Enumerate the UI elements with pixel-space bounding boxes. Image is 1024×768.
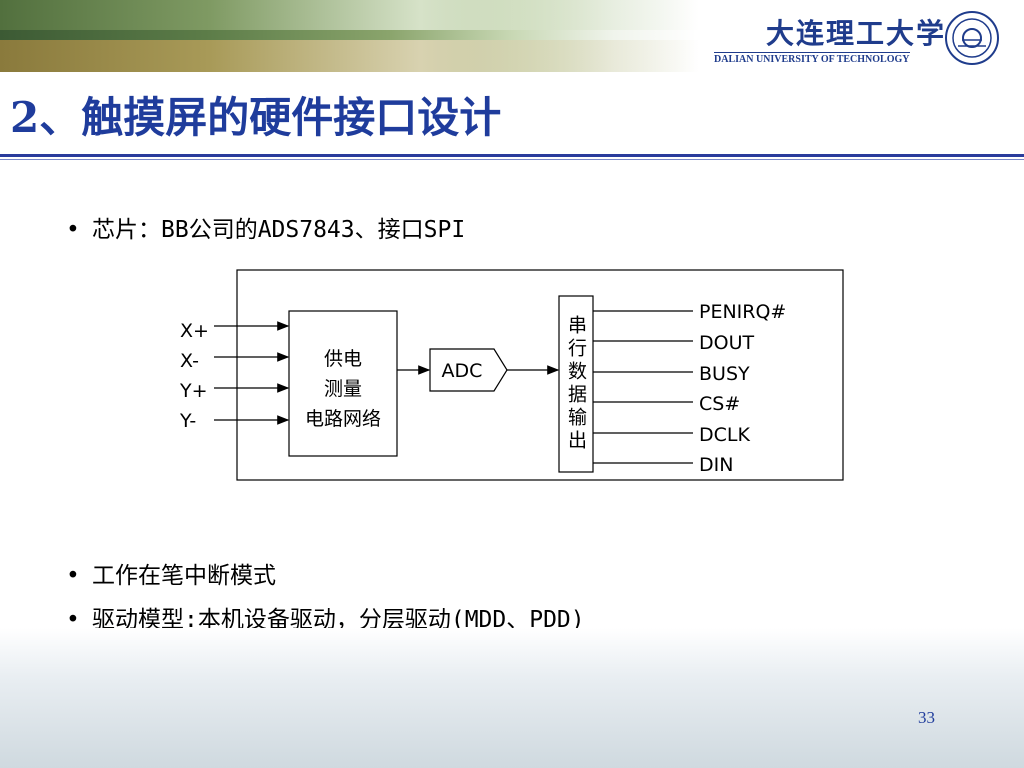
output-label: DCLK (699, 424, 750, 446)
university-name-en: DALIAN UNIVERSITY OF TECHNOLOGY (714, 52, 910, 65)
bullet-item: • 工作在笔中断模式 (66, 556, 276, 590)
title-divider (0, 154, 1024, 157)
diagram-frame (236, 269, 844, 481)
banner-field (0, 40, 700, 72)
university-logo: 大连理工大学 DALIAN UNIVERSITY OF TECHNOLOGY (700, 10, 1000, 70)
output-label: BUSY (699, 363, 750, 385)
measurement-block (288, 310, 398, 457)
bullet-text: 芯片：BB公司的ADS7843、接口SPI (92, 217, 466, 243)
footer-background (0, 628, 1024, 768)
bullet-dot: • (66, 607, 80, 633)
title-divider-thin (0, 159, 1024, 160)
input-label: X- (180, 350, 199, 372)
serial-output-label: 串行数据输出 (565, 315, 587, 453)
page-number: 33 (918, 708, 935, 727)
bullet-dot: • (66, 563, 80, 589)
banner-sky (0, 0, 700, 30)
header-banner: 大连理工大学 DALIAN UNIVERSITY OF TECHNOLOGY (0, 0, 1024, 72)
measurement-block-label: 电路网络 (305, 408, 381, 430)
output-label: CS# (699, 393, 740, 415)
measurement-block-label: 测量 (324, 378, 362, 400)
university-seal-icon (945, 11, 999, 65)
bullet-dot: • (66, 217, 80, 243)
input-label: X+ (180, 320, 209, 342)
adc-block (429, 348, 508, 392)
bullet-item: • 芯片：BB公司的ADS7843、接口SPI (66, 210, 465, 244)
university-name-cn: 大连理工大学 (766, 17, 947, 50)
bullet-text: 工作在笔中断模式 (92, 563, 276, 589)
output-label: DOUT (699, 332, 754, 354)
output-label: DIN (699, 454, 733, 476)
measurement-block-label: 供电 (324, 348, 362, 370)
output-label: PENIRQ# (699, 301, 786, 323)
serial-output-block (558, 295, 594, 473)
input-label: Y+ (179, 380, 208, 402)
slide-title: 2、触摸屏的硬件接口设计 (10, 93, 502, 142)
input-label: Y- (179, 410, 196, 432)
adc-label: ADC (442, 360, 483, 382)
